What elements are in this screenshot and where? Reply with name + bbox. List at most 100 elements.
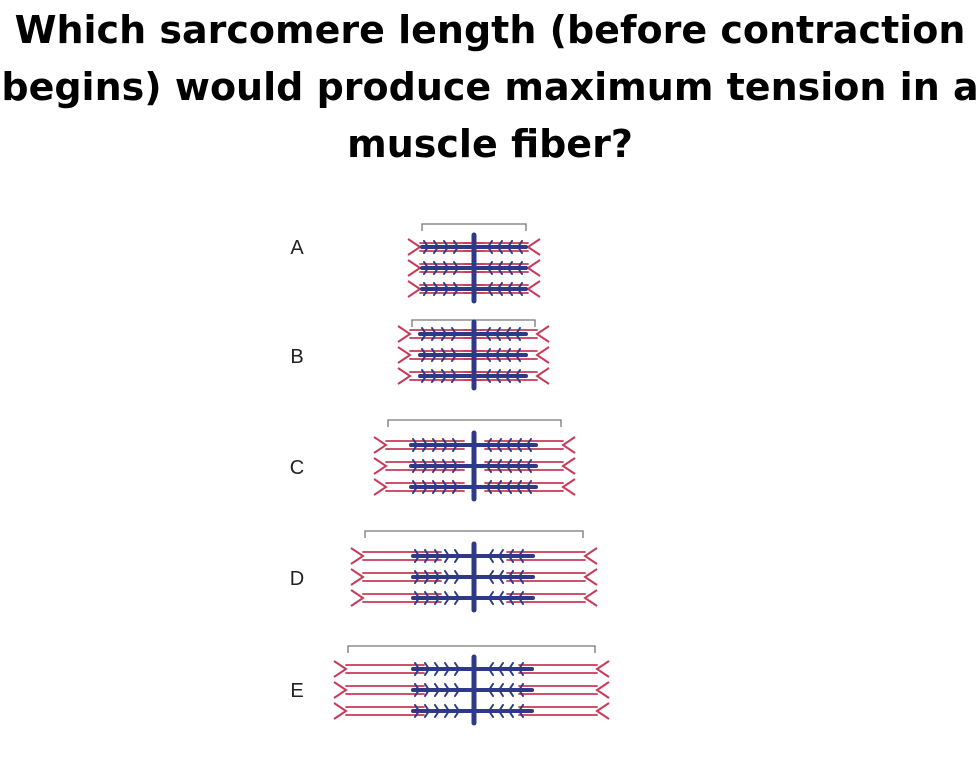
myosin-head [498,570,504,578]
myosin-head [505,333,511,341]
myosin-head [423,288,429,296]
z-line [397,346,412,364]
myosin-head [423,240,429,248]
z-line [373,436,388,454]
myosin-head [487,267,493,275]
myosin-head [414,576,420,584]
myosin-head [442,486,448,494]
z-line [561,457,576,475]
z-line [407,259,422,277]
myosin-head [422,480,428,488]
myosin-head [505,369,511,377]
myosin-head [508,689,514,697]
myosin-head [498,662,504,670]
sarcomere-option-c[interactable]: C [290,419,576,502]
z-line [407,238,422,256]
z-line [350,568,365,586]
myosin-head [454,689,460,697]
myosin-head [423,261,429,269]
myosin-head [488,549,494,557]
myosin-head [488,683,494,691]
myosin-head [498,668,504,676]
z-line [526,238,541,256]
myosin-head [421,333,427,341]
myosin-head [454,549,460,557]
myosin-head [424,689,430,697]
option-label: C [290,457,304,479]
myosin-head [451,369,457,377]
myosin-head [451,333,457,341]
myosin-head [498,597,504,605]
myosin-head [454,555,460,563]
myosin-head [518,591,524,599]
myosin-head [434,597,440,605]
myosin-head [488,689,494,697]
myosin-head [505,354,511,362]
myosin-head [432,486,438,494]
myosin-head [431,369,437,377]
myosin-head [495,375,501,383]
myosin-head [517,288,523,296]
myosin-head [422,438,428,446]
myosin-head [423,267,429,275]
myosin-head [506,459,512,467]
myosin-head [517,240,523,248]
myosin-head [443,282,449,290]
myosin-head [485,327,491,335]
sarcomere-option-d[interactable]: D [290,530,598,613]
myosin-head [434,555,440,563]
myosin-head [495,369,501,377]
myosin-head [414,704,420,712]
option-label: D [290,568,304,590]
myosin-head [441,354,447,362]
myosin-head [424,668,430,676]
myosin-head [453,267,459,275]
myosin-head [444,689,450,697]
myosin-head [518,662,524,670]
z-line [526,259,541,277]
sarcomere-length-bracket [347,645,596,653]
myosin-head [516,438,522,446]
myosin-head [526,444,532,452]
myosin-head [507,240,513,248]
sarcomere-length-bracket [364,530,584,538]
myosin-head [453,261,459,269]
myosin-head [488,570,494,578]
myosin-head [431,354,437,362]
myosin-head [487,240,493,248]
myosin-head [508,555,514,563]
myosin-head [424,555,430,563]
myosin-head [518,549,524,557]
myosin-head [496,465,502,473]
myosin-head [432,465,438,473]
myosin-head [488,704,494,712]
z-line [397,367,412,385]
myosin-head [453,246,459,254]
myosin-head [434,689,440,697]
z-line [535,325,550,343]
myosin-head [424,549,430,557]
myosin-head [497,288,503,296]
z-line [595,681,610,699]
myosin-head [488,668,494,676]
myosin-head [431,348,437,356]
myosin-head [452,444,458,452]
sarcomere-option-a[interactable]: A [290,223,541,304]
myosin-head [498,591,504,599]
myosin-head [444,591,450,599]
myosin-head [421,375,427,383]
myosin-head [516,459,522,467]
myosin-head [508,597,514,605]
myosin-head [518,570,524,578]
myosin-head [526,465,532,473]
sarcomere-option-b[interactable]: B [290,319,550,391]
myosin-head [431,327,437,335]
myosin-head [431,375,437,383]
sarcomere-option-e[interactable]: E [290,645,610,726]
myosin-head [497,261,503,269]
myosin-head [441,348,447,356]
myosin-head [487,288,493,296]
myosin-head [486,465,492,473]
myosin-head [518,689,524,697]
myosin-head [508,668,514,676]
